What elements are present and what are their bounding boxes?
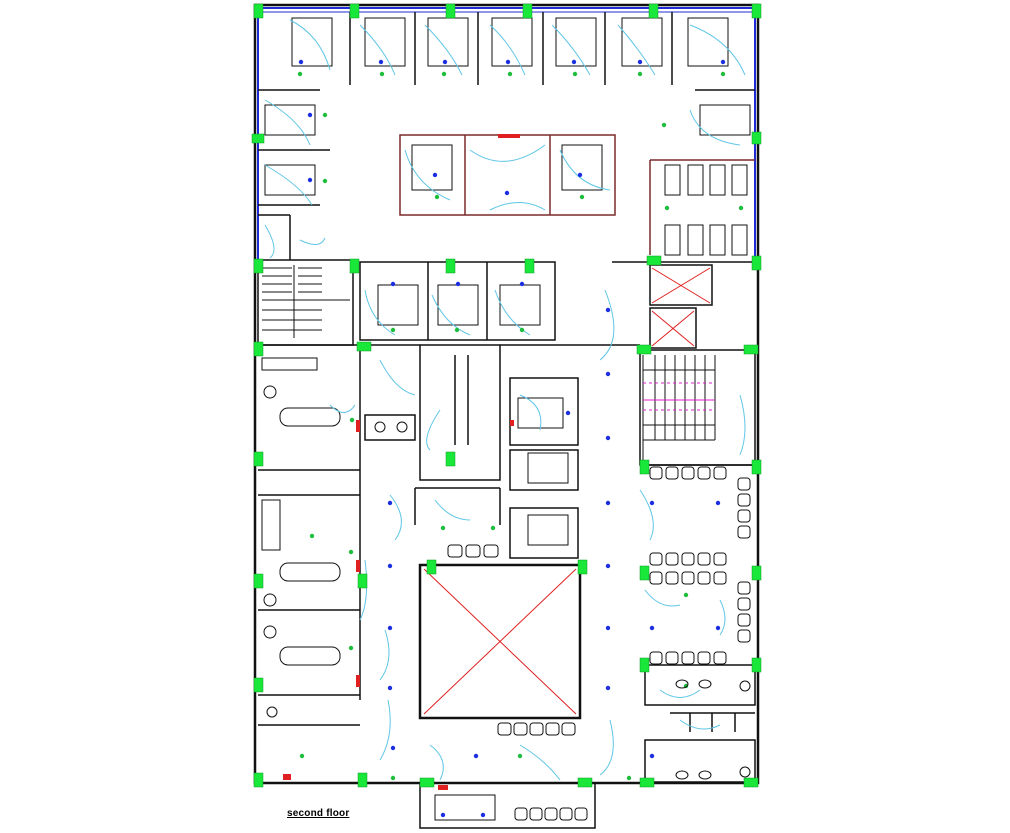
- lift-crosses: [651, 267, 711, 347]
- drawing-caption: second floor: [287, 808, 350, 819]
- treatment-chairs: [261, 357, 341, 666]
- building-outline: [253, 3, 760, 785]
- door-swings: [264, 19, 746, 781]
- lounge-seating: [434, 466, 751, 821]
- meeting-tables: [664, 164, 748, 256]
- workstation-desks: [264, 17, 751, 546]
- wc-fixtures: [266, 421, 751, 780]
- stair-right: [642, 355, 716, 460]
- light-fixtures-blue: [298, 59, 726, 818]
- stair-left: [262, 265, 350, 338]
- interior-walls: [257, 12, 760, 783]
- structural-columns: [251, 3, 762, 788]
- central-void: [418, 563, 582, 720]
- light-fixtures-green: [297, 71, 744, 781]
- red-tags: [283, 134, 520, 790]
- entrance-porch: [419, 782, 596, 829]
